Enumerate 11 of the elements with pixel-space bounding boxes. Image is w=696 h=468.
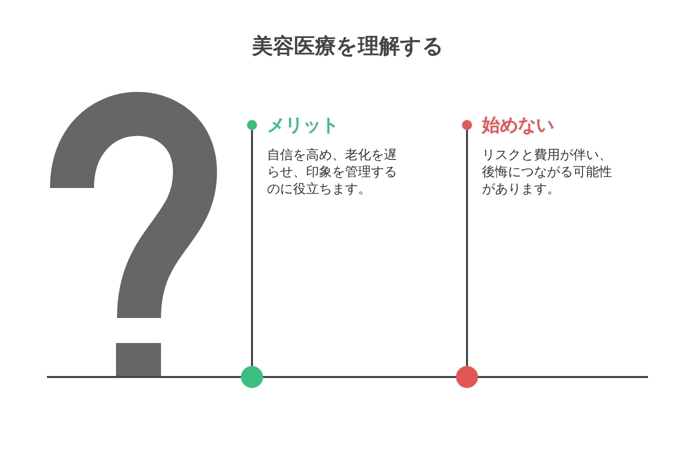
heading: 始めない (482, 114, 555, 137)
circle-marker (241, 366, 263, 388)
connector-line (251, 130, 253, 366)
circle-marker (456, 366, 478, 388)
description: 自信を高め、老化を遅らせ、印象を管理するのに役立ちます。 (267, 147, 398, 198)
description: リスクと費用が伴い、後悔につながる可能性があります。 (482, 147, 613, 198)
circle-marker (247, 120, 257, 130)
connector-line (466, 130, 468, 366)
title: 美容医療を理解する (250, 33, 445, 60)
heading: メリット (267, 114, 340, 137)
circle-marker (462, 120, 472, 130)
